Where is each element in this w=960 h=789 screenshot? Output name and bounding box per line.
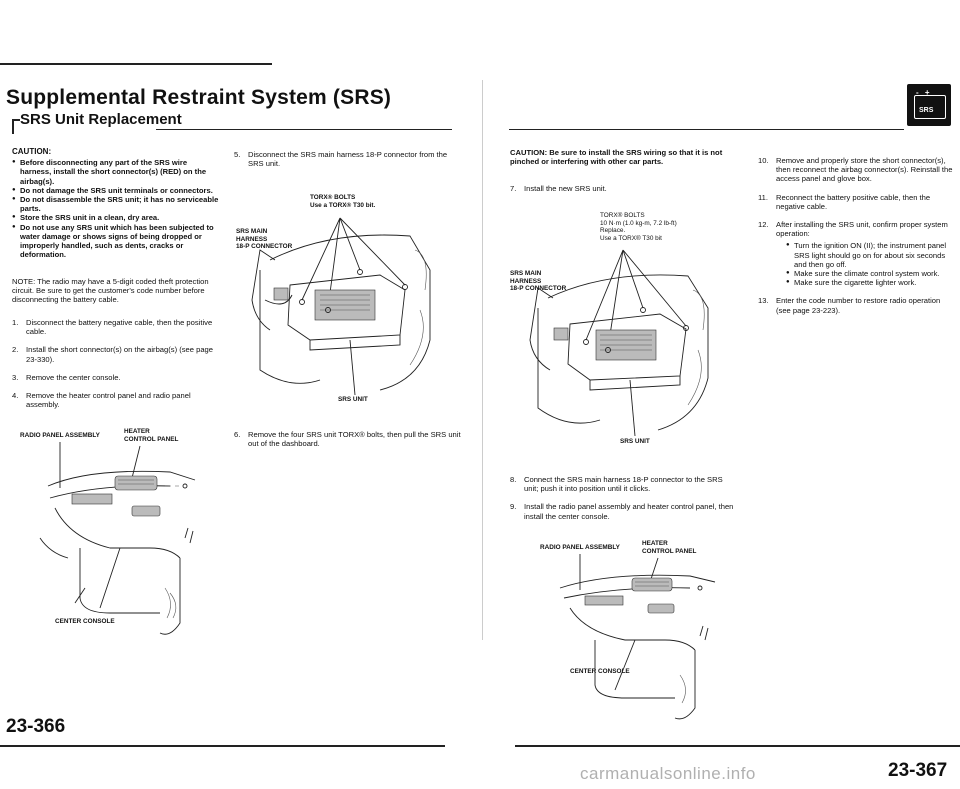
steps-right: 10. Remove and properly store the short c… bbox=[758, 156, 954, 324]
radio-panel-illustration bbox=[39, 442, 196, 635]
step-text: Enter the code number to restore radio o… bbox=[776, 296, 941, 315]
callout-center-console: CENTER CONSOLE bbox=[570, 668, 630, 675]
step-number: 10. bbox=[758, 156, 769, 165]
step-text: Disconnect the SRS main harness 18-P con… bbox=[248, 150, 448, 169]
callout-torx-bolts: TORX® BOLTS Use a TORX® T30 bit. bbox=[310, 194, 376, 209]
top-rule-right bbox=[509, 129, 904, 130]
battery-symbols: - + bbox=[916, 88, 932, 97]
note-text: NOTE: The radio may have a 5-digit coded… bbox=[12, 277, 209, 305]
step-text: Remove and properly store the short conn… bbox=[776, 156, 953, 184]
step-number: 8. bbox=[510, 475, 517, 484]
step-text: After installing the SRS unit, confirm p… bbox=[776, 220, 948, 239]
step-text: Reconnect the battery positive cable, th… bbox=[776, 192, 931, 211]
callout-srs-unit: SRS UNIT bbox=[338, 396, 368, 403]
step-text: Disconnect the battery negative cable, t… bbox=[26, 318, 213, 337]
page-title: Supplemental Restraint System (SRS) bbox=[6, 86, 392, 109]
step-8: 8. Connect the SRS main harness 18-P conn… bbox=[510, 475, 736, 493]
page-number-left: 23-366 bbox=[6, 716, 66, 737]
step-number: 13. bbox=[758, 296, 769, 306]
step-13: 13. Enter the code number to restore radi… bbox=[758, 296, 954, 314]
step-text: Install the short connector(s) on the ai… bbox=[26, 345, 213, 364]
callout-heater-panel: HEATER CONTROL PANEL bbox=[124, 428, 179, 443]
step-number: 5. bbox=[234, 150, 241, 159]
step-text: Remove the heater control panel and radi… bbox=[26, 391, 191, 410]
caution-item: Do not damage the SRS unit terminals or … bbox=[12, 186, 220, 195]
callout-radio-panel: RADIO PANEL ASSEMBLY bbox=[20, 432, 100, 439]
step-6: 6. Remove the four SRS unit TORX® bolts, … bbox=[234, 430, 462, 457]
step-text: Remove the center console. bbox=[26, 372, 121, 382]
step-number: 4. bbox=[12, 391, 19, 401]
callout-center-console: CENTER CONSOLE bbox=[55, 618, 115, 625]
page-gutter bbox=[482, 80, 483, 640]
step-number: 12. bbox=[758, 220, 769, 230]
steps-8-9: 8. Connect the SRS main harness 18-P conn… bbox=[510, 475, 736, 530]
bottom-rule-left bbox=[0, 745, 445, 747]
step-12: 12. After installing the SRS unit, confir… bbox=[758, 220, 954, 288]
subtitle-bracket-top bbox=[12, 119, 20, 121]
subtitle-bracket bbox=[12, 120, 14, 134]
figure-srs-unit-removal: TORX® BOLTS Use a TORX® T30 bit. SRS MAI… bbox=[230, 190, 460, 420]
caution-block: CAUTION: Before disconnecting any part o… bbox=[12, 147, 220, 259]
callout-torx-bolts-torque: TORX® BOLTS 10 N·m (1.0 kg-m, 7.2 lb-ft)… bbox=[600, 212, 677, 242]
step-10: 10. Remove and properly store the short c… bbox=[758, 156, 954, 184]
caution-wiring: CAUTION: Be sure to install the SRS wiri… bbox=[510, 148, 723, 167]
figure-srs-unit-install: TORX® BOLTS 10 N·m (1.0 kg-m, 7.2 lb-ft)… bbox=[508, 208, 734, 448]
badge-label: SRS bbox=[919, 107, 934, 114]
top-rule-left bbox=[0, 63, 272, 65]
figure-radio-panel-right: RADIO PANEL ASSEMBLY HEATER CONTROL PANE… bbox=[540, 540, 740, 730]
step-1: 1. Disconnect the battery negative cable,… bbox=[12, 318, 220, 336]
callout-srs-harness: SRS MAIN HARNESS 18-P CONNECTOR bbox=[236, 228, 293, 250]
step-text: Install the radio panel assembly and hea… bbox=[524, 502, 734, 521]
step-3: 3. Remove the center console. bbox=[12, 373, 220, 382]
srs-badge: - + SRS bbox=[907, 84, 951, 126]
bottom-rule-right bbox=[515, 745, 960, 747]
step-text: Connect the SRS main harness 18-P connec… bbox=[524, 475, 723, 494]
step-11: 11. Reconnect the battery positive cable,… bbox=[758, 193, 954, 211]
step-number: 6. bbox=[234, 430, 241, 439]
bullet-item: Make sure the cigarette lighter work. bbox=[786, 278, 954, 287]
step-number: 11. bbox=[758, 192, 768, 202]
page-number-right: 23-367 bbox=[888, 760, 948, 781]
bullet-item: Turn the ignition ON (II); the instrumen… bbox=[786, 241, 954, 269]
callout-srs-unit: SRS UNIT bbox=[620, 438, 650, 445]
srs-unit-install-illustration bbox=[529, 249, 709, 437]
srs-unit-illustration bbox=[251, 217, 431, 396]
caution-item: Do not disassemble the SRS unit; it has … bbox=[12, 195, 220, 213]
figure-radio-panel-left: RADIO PANEL ASSEMBLY HEATER CONTROL PANE… bbox=[20, 428, 220, 648]
callout-srs-harness: SRS MAIN HARNESS 18-P CONNECTOR bbox=[510, 270, 567, 292]
step-text: Remove the four SRS unit TORX® bolts, th… bbox=[248, 430, 461, 449]
step-text: Install the new SRS unit. bbox=[524, 184, 607, 193]
step-number: 9. bbox=[510, 502, 517, 512]
step-7: 7. Install the new SRS unit. bbox=[510, 184, 736, 202]
step-9: 9. Install the radio panel assembly and h… bbox=[510, 502, 736, 520]
step-number: 3. bbox=[12, 372, 19, 382]
battery-icon bbox=[914, 95, 946, 119]
radio-panel-illustration-right bbox=[559, 554, 716, 720]
callout-radio-panel: RADIO PANEL ASSEMBLY bbox=[540, 544, 620, 551]
caution-item: Before disconnecting any part of the SRS… bbox=[12, 158, 220, 186]
step-4: 4. Remove the heater control panel and ra… bbox=[12, 391, 220, 409]
caution-item: Do not use any SRS unit which has been s… bbox=[12, 223, 220, 260]
caution-list: Before disconnecting any part of the SRS… bbox=[12, 158, 220, 259]
bullet-item: Make sure the climate control system wor… bbox=[786, 269, 954, 278]
step-number: 7. bbox=[510, 184, 517, 193]
step-5: 5. Disconnect the SRS main harness 18-P c… bbox=[234, 150, 462, 177]
step-number: 2. bbox=[12, 345, 19, 355]
step-2: 2. Install the short connector(s) on the … bbox=[12, 345, 220, 363]
callout-heater-panel: HEATER CONTROL PANEL bbox=[642, 540, 697, 555]
watermark: carmanualsonline.info bbox=[580, 764, 756, 783]
section-subtitle: SRS Unit Replacement bbox=[20, 111, 182, 128]
step-12-bullets: Turn the ignition ON (II); the instrumen… bbox=[786, 241, 954, 287]
steps-left: 1. Disconnect the battery negative cable,… bbox=[12, 318, 220, 418]
caution-item: Store the SRS unit in a clean, dry area. bbox=[12, 213, 220, 222]
subtitle-rule bbox=[156, 129, 452, 130]
step-number: 1. bbox=[12, 318, 19, 327]
caution-heading: CAUTION: bbox=[12, 147, 52, 156]
